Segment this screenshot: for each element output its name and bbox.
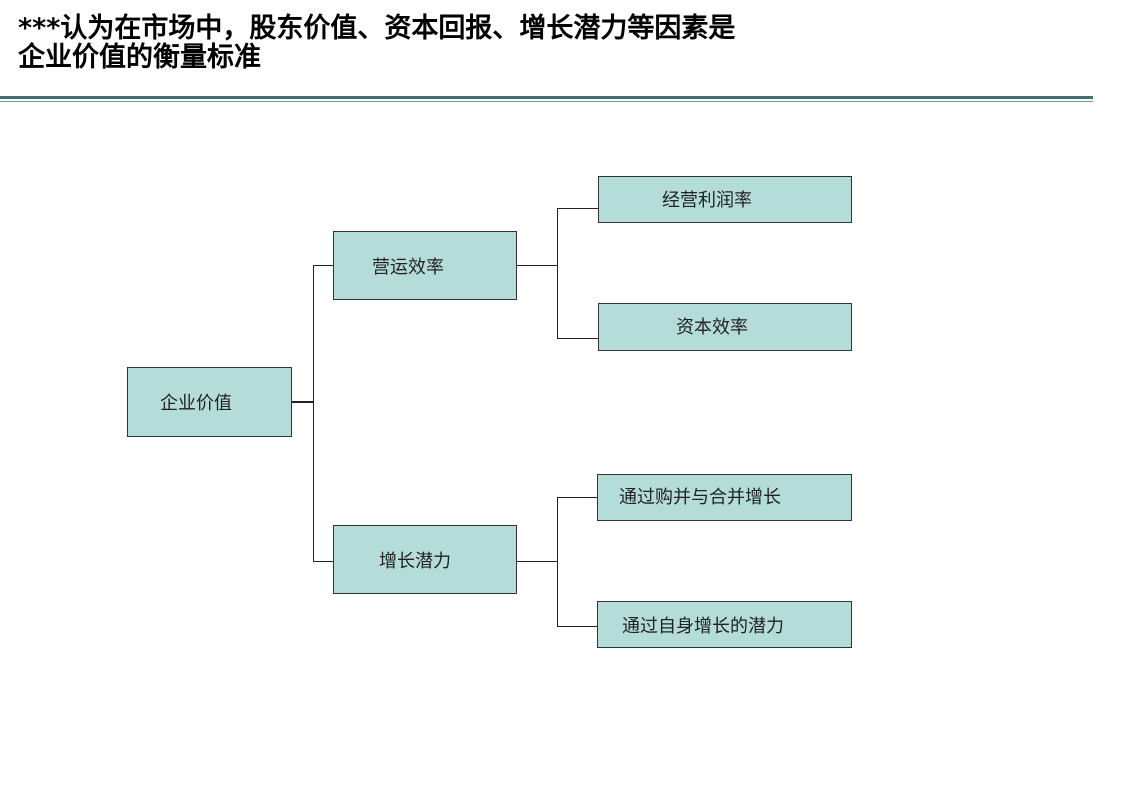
connector — [313, 561, 334, 562]
connector — [313, 265, 334, 266]
page-title: ***认为在市场中，股东价值、资本回报、增长潜力等因素是 企业价值的衡量标准 — [18, 14, 735, 72]
node-leaf-organic-growth: 通过自身增长的潜力 — [597, 601, 852, 648]
node-label: 经营利润率 — [662, 190, 752, 211]
connector — [292, 401, 313, 403]
node-label: 通过自身增长的潜力 — [622, 615, 784, 637]
connector — [517, 561, 557, 562]
title-line-2: 企业价值的衡量标准 — [18, 42, 261, 73]
node-label: 营运效率 — [372, 256, 444, 278]
node-label: 通过购并与合并增长 — [619, 487, 781, 508]
connector — [517, 265, 557, 266]
connector — [557, 497, 598, 498]
connector — [557, 626, 598, 627]
node-leaf-capital-efficiency: 资本效率 — [598, 303, 852, 351]
connector — [557, 208, 558, 338]
node-label: 资本效率 — [676, 317, 748, 338]
connector — [557, 208, 598, 209]
node-branch-growth-potential: 增长潜力 — [333, 525, 517, 594]
title-divider — [0, 96, 1093, 99]
node-leaf-operating-margin: 经营利润率 — [598, 176, 852, 223]
node-label: 增长潜力 — [379, 550, 451, 572]
node-leaf-growth-by-acquisition: 通过购并与合并增长 — [597, 474, 852, 521]
connector — [557, 497, 558, 626]
node-root: 企业价值 — [127, 367, 292, 437]
title-divider-thin — [0, 101, 1093, 102]
node-root-label: 企业价值 — [160, 393, 232, 414]
connector — [313, 265, 314, 561]
connector — [557, 338, 598, 339]
title-line-1: ***认为在市场中，股东价值、资本回报、增长潜力等因素是 — [18, 13, 736, 44]
node-branch-operating-efficiency: 营运效率 — [333, 231, 517, 300]
